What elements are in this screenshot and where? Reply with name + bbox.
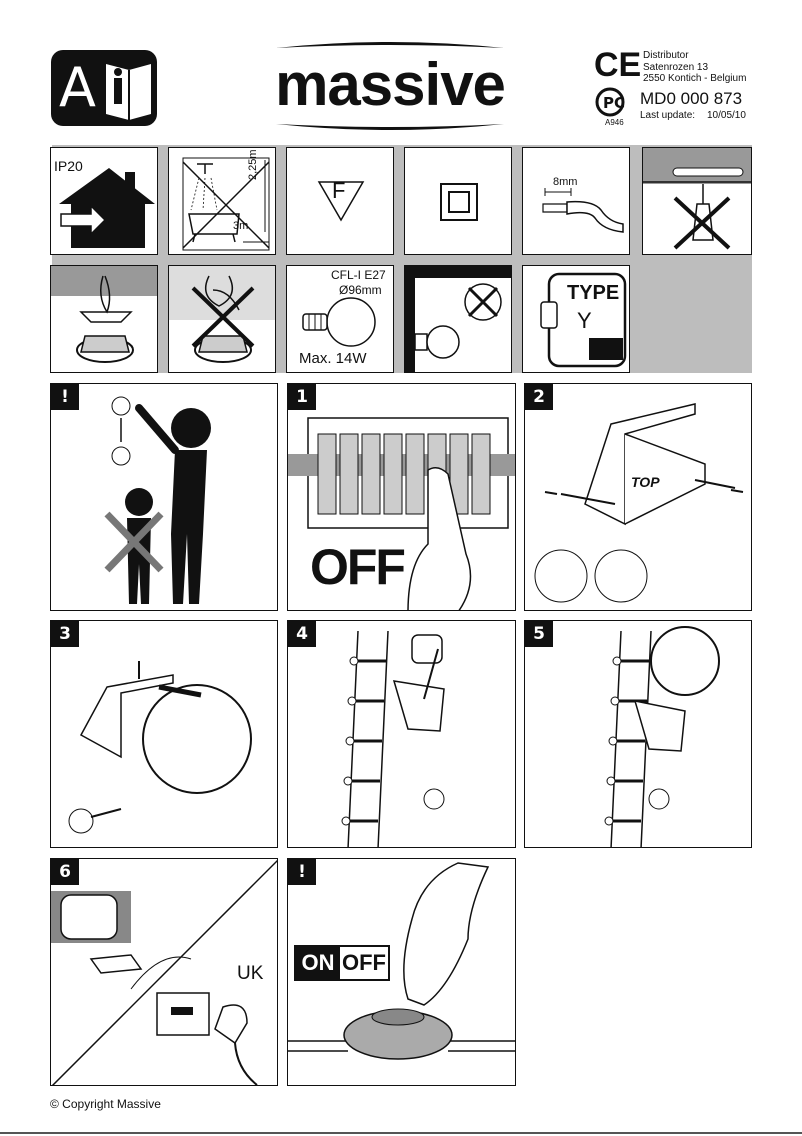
footer-rule: [0, 1132, 802, 1134]
brand-name: massive: [275, 51, 506, 118]
switch-panel: ! ON OFF: [287, 858, 516, 1086]
bathroom-zone-tile: 2,25m 3m: [168, 147, 276, 255]
region-uk-label: UK: [237, 963, 264, 984]
svg-text:PC: PC: [603, 94, 625, 112]
plug-type-tile: TYPE Y: [522, 265, 630, 373]
ce-mark: CE: [594, 46, 642, 84]
step-6-panel: 6 UK: [50, 858, 278, 1086]
model-number: MD0 000 873: [640, 89, 743, 108]
mount-disc-illustration: [68, 661, 252, 834]
step-5-panel: 5: [524, 620, 752, 848]
copyright: © Copyright Massive: [50, 1097, 161, 1111]
breaker-panel-illustration: [288, 417, 515, 610]
step-label: !: [288, 859, 316, 885]
light-bulb-icon: [302, 297, 376, 347]
off-label: OFF: [342, 950, 386, 975]
step-label: 4: [288, 621, 316, 647]
crossed-wiring-icon: [169, 266, 275, 363]
step-label: 2: [525, 384, 553, 410]
ceiling-no-wiring-tile: [642, 147, 752, 255]
bulb-spec-tile: CFL-I E27 Ø96mm Max. 14W: [286, 265, 394, 373]
step-3-panel: 3: [50, 620, 278, 848]
step-4-panel: 4: [287, 620, 516, 848]
wire-strip-tile: 8mm: [522, 147, 630, 255]
ladder-bulb-illustration: [604, 626, 720, 847]
distributor-block: Distributor Satenrozen 13 2550 Kontich -…: [643, 50, 746, 85]
ceiling-mount-icon: [51, 266, 157, 363]
bracket-screws-illustration: [534, 403, 744, 603]
ceiling-crossed-icon: [643, 148, 751, 250]
plug-type-label: TYPE: [567, 282, 620, 304]
indoor-house-icon: [59, 168, 155, 248]
logo-swoosh: [276, 42, 504, 130]
on-off-indicator: ON OFF: [294, 945, 390, 981]
double-insulation-icon: [440, 183, 478, 221]
step-safety-panel: !: [50, 383, 278, 611]
step-label: !: [51, 384, 79, 410]
step-2-panel: 2 TOP: [524, 383, 752, 611]
plug-type-value: Y: [577, 308, 592, 333]
no-ceiling-mount-tile: [404, 265, 512, 373]
step-label: 1: [288, 384, 316, 410]
distributor-line-2: Satenrozen 13: [643, 61, 709, 73]
bathtub-no-install-icon: [182, 157, 270, 251]
f-mark-tile: F: [286, 147, 394, 255]
info-book-icon: [106, 64, 151, 120]
bath-height: 2,25m: [247, 149, 259, 180]
distributor-line-3: 2550 Kontich - Belgium: [643, 73, 747, 84]
step-label: 6: [51, 859, 79, 885]
ip-rating: IP20: [54, 158, 83, 174]
f-triangle-icon: [317, 181, 365, 222]
bulb-diameter: Ø96mm: [339, 283, 382, 297]
brand-logo: massive: [272, 40, 508, 132]
step-1-panel: 1 OFF: [287, 383, 516, 611]
ladder-socket-illustration: [341, 630, 445, 847]
bulb-max-wattage: Max. 14W: [299, 350, 367, 367]
language-code: A: [59, 56, 96, 119]
class2-tile: [404, 147, 512, 255]
ip-rating-tile: IP20: [50, 147, 158, 255]
last-update-date: 10/05/10: [707, 110, 746, 121]
bath-distance: 3m: [233, 220, 249, 232]
certification-code: A946: [605, 118, 624, 127]
wire-strip-icon: [542, 188, 624, 233]
adult-child-illustration: [104, 396, 211, 604]
bulb-type: CFL-I E27: [331, 268, 386, 282]
power-off-label: OFF: [310, 539, 406, 595]
language-badge: A: [51, 50, 157, 126]
step-label: 3: [51, 621, 79, 647]
plug-socket-illustration: [51, 859, 277, 1085]
strip-length: 8mm: [553, 176, 578, 188]
top-label: TOP: [631, 474, 660, 490]
last-update-label: Last update:: [640, 110, 696, 121]
distributor-line-1: Distributor: [643, 50, 689, 61]
certification-icon: PC: [595, 87, 625, 117]
step-label: 5: [525, 621, 553, 647]
no-cable-pull-tile: [168, 265, 276, 373]
f-mark: F: [332, 178, 346, 203]
on-label: ON: [296, 947, 340, 979]
plug-cable-icon: [540, 272, 627, 368]
switch-press-illustration: [288, 862, 515, 1060]
ceiling-mount-tile: [50, 265, 158, 373]
wall-lamp-icon: [405, 266, 511, 372]
